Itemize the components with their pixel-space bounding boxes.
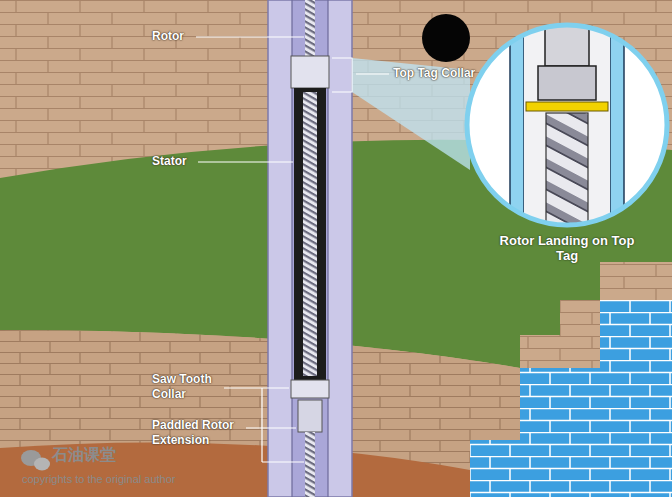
rotor — [305, 0, 315, 58]
watermark: copyrights to the original author — [22, 472, 262, 487]
well-casing — [268, 0, 352, 497]
wechat-icon — [21, 450, 50, 471]
part-label: Top Tag Collar — [393, 66, 513, 81]
icon-bubble — [34, 458, 50, 471]
bracket — [332, 58, 352, 92]
leader-line — [196, 36, 304, 37]
rod-coupling — [545, 26, 589, 66]
part-label: Paddled Rotor Extension — [152, 418, 244, 448]
leader-line — [246, 427, 296, 428]
top-tag — [538, 66, 596, 100]
rotor — [305, 432, 315, 497]
part-label: Saw Tooth Collar — [152, 372, 220, 402]
part-label: Rotor — [152, 29, 212, 44]
inset-border — [467, 25, 667, 225]
leader-line — [198, 161, 293, 162]
stator — [294, 88, 326, 380]
bottom-layer — [0, 442, 490, 497]
tubing — [292, 0, 328, 497]
rotor — [303, 92, 317, 376]
inset-detail — [510, 20, 624, 243]
leader-line — [262, 461, 304, 462]
top-tag-collar — [291, 56, 329, 88]
watermark: 石油课堂 — [52, 447, 162, 462]
paddled-rotor-extension — [298, 400, 322, 432]
tag-ring — [526, 102, 608, 111]
inset-label: Rotor Landing on Top Tag — [487, 233, 647, 263]
leader-line — [356, 73, 389, 74]
bracket — [261, 388, 262, 462]
part-label: Stator — [152, 154, 212, 169]
saw-tooth-collar — [291, 380, 329, 398]
leader-line — [224, 387, 289, 388]
water-layer — [470, 300, 672, 497]
hole-symbol — [422, 14, 470, 62]
